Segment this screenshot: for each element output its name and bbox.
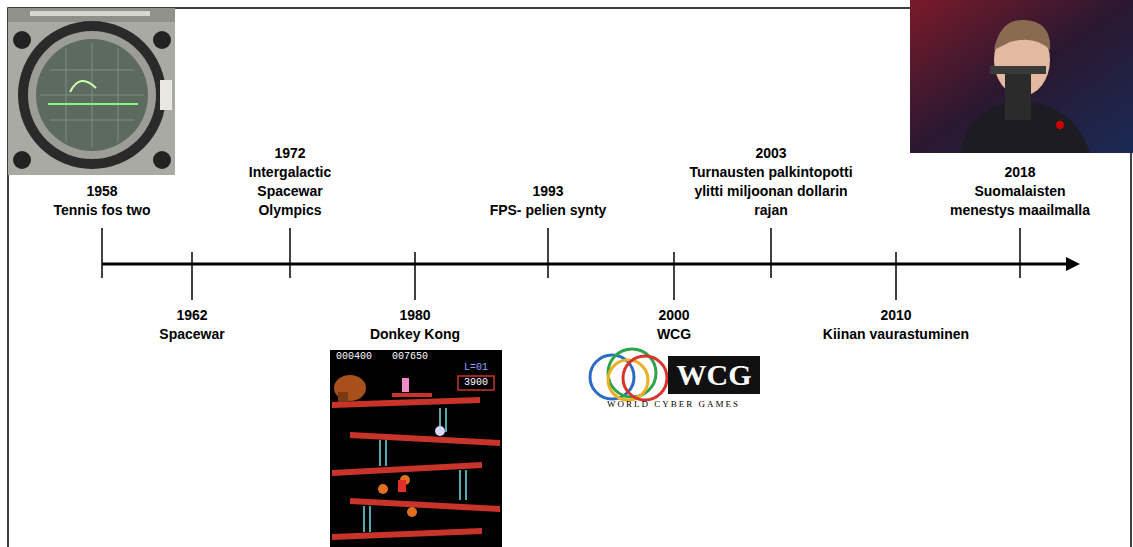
score-text: 000400	[332, 351, 376, 363]
event-label: WCG	[624, 325, 724, 344]
timeline-event: 1962Spacewar	[132, 306, 252, 344]
year-label: 2003	[680, 144, 862, 163]
event-label: Donkey Kong	[355, 325, 475, 344]
oscilloscope-photo	[8, 8, 175, 175]
year-label: 1980	[355, 306, 475, 325]
event-label: Kiinan vaurastuminen	[806, 325, 986, 344]
wcg-logo	[575, 347, 772, 413]
event-label: FPS- pelien synty	[468, 201, 628, 220]
year-label: 2018	[945, 163, 1095, 182]
timeline-event: 1980Donkey Kong	[355, 306, 475, 344]
year-label: 1972	[235, 144, 345, 163]
year-label: 1993	[468, 182, 628, 201]
donkey-kong-screenshot	[330, 350, 502, 547]
timeline-event: 2003Turnausten palkintopotti ylitti milj…	[680, 144, 862, 220]
year-label: 2010	[806, 306, 986, 325]
score-text: 007650	[384, 351, 436, 363]
timeline-event: 1972Intergalactic Spacewar Olympics	[235, 144, 345, 220]
year-label: 2000	[624, 306, 724, 325]
player-photo	[910, 0, 1133, 153]
timeline-event: 1993FPS- pelien synty	[468, 182, 628, 220]
timeline-event: 2018Suomalaisten menestys maailmalla	[945, 163, 1095, 220]
timeline-event: 2000WCG	[624, 306, 724, 344]
timeline-event: 1958Tennis fos two	[32, 182, 172, 220]
year-label: 1962	[132, 306, 252, 325]
timeline-event: 2010Kiinan vaurastuminen	[806, 306, 986, 344]
event-label: Suomalaisten menestys maailmalla	[945, 182, 1095, 220]
event-label: Spacewar	[132, 325, 252, 344]
year-label: 1958	[32, 182, 172, 201]
bonus-text: 3900	[459, 377, 493, 389]
event-label: Turnausten palkintopotti ylitti miljoona…	[680, 163, 862, 220]
event-label: Intergalactic Spacewar Olympics	[235, 163, 345, 220]
level-text: L=01	[456, 362, 496, 374]
event-label: Tennis fos two	[32, 201, 172, 220]
logo-text: WCG	[668, 358, 760, 392]
logo-subtitle: WORLD CYBER GAMES	[578, 398, 769, 410]
timeline-axis	[102, 228, 1080, 300]
